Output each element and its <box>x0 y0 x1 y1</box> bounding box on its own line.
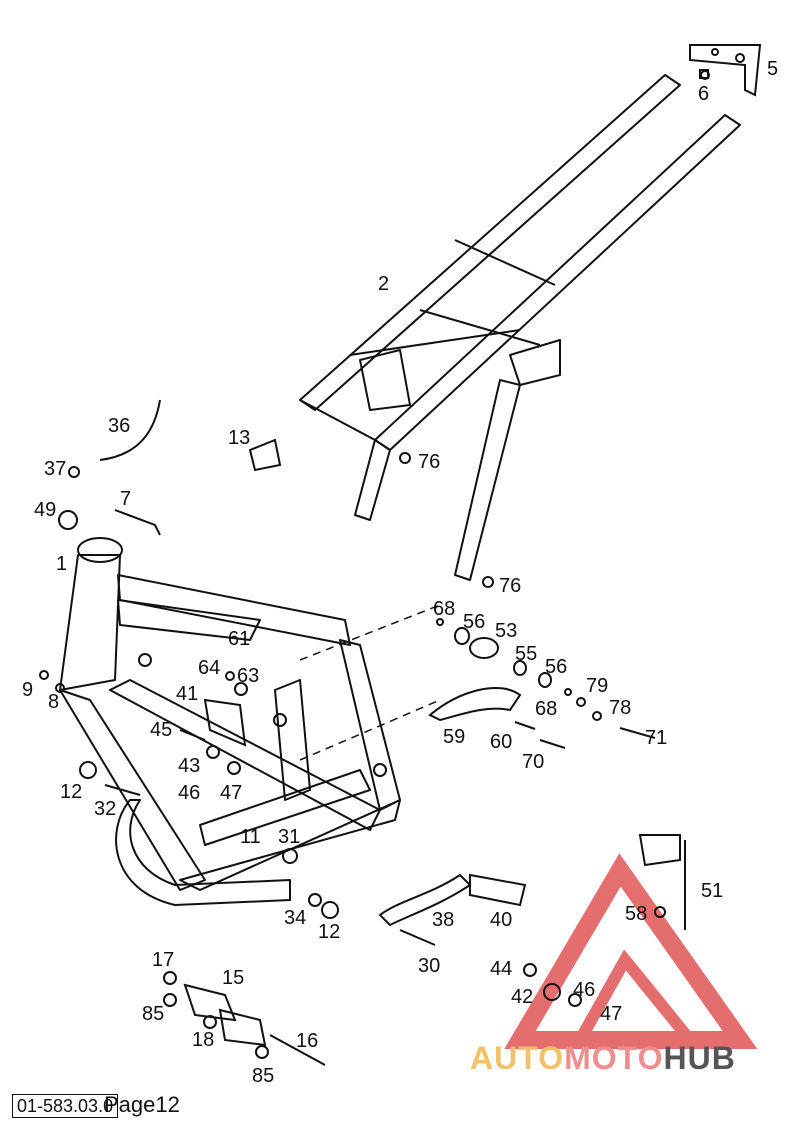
callout-16: 16 <box>296 1030 318 1052</box>
callout-55: 55 <box>515 643 537 665</box>
callout-labels: 1 2 5 6 7 8 9 11 12 12 13 15 16 17 18 30… <box>22 58 778 1087</box>
callout-43: 43 <box>178 755 200 777</box>
callout-56a: 56 <box>463 611 485 633</box>
callout-68b: 68 <box>535 698 557 720</box>
callout-71: 71 <box>645 727 667 749</box>
callout-51: 51 <box>701 880 723 902</box>
callout-12b: 12 <box>318 921 340 943</box>
callout-6: 6 <box>698 83 709 105</box>
callout-42: 42 <box>511 986 533 1008</box>
callout-34: 34 <box>284 907 306 929</box>
callout-64: 64 <box>198 657 220 679</box>
callout-76b: 76 <box>499 575 521 597</box>
callout-78: 78 <box>609 697 631 719</box>
callout-60: 60 <box>490 731 512 753</box>
page-number: Page12 <box>104 1092 180 1117</box>
leader-lines <box>299 604 441 761</box>
document-code: 01-583.03.0 <box>12 1094 119 1118</box>
callout-49: 49 <box>34 499 56 521</box>
callout-2: 2 <box>378 273 389 295</box>
callout-5: 5 <box>767 58 778 80</box>
callout-32: 32 <box>94 798 116 820</box>
callout-79: 79 <box>586 675 608 697</box>
callout-17: 17 <box>152 949 174 971</box>
callout-13: 13 <box>228 427 250 449</box>
callout-15: 15 <box>222 967 244 989</box>
callout-47b: 47 <box>600 1003 622 1025</box>
rear-subframe-drawing <box>299 74 741 581</box>
callout-85b: 85 <box>252 1065 274 1087</box>
callout-45: 45 <box>150 719 172 741</box>
callout-85a: 85 <box>142 1003 164 1025</box>
main-frame-drawing <box>59 537 401 906</box>
callout-9: 9 <box>22 679 33 701</box>
callout-8: 8 <box>48 691 59 713</box>
callout-61: 61 <box>228 628 250 650</box>
watermark-triangle-logo <box>504 853 758 1049</box>
small-parts-drawing <box>39 70 710 1066</box>
callout-63: 63 <box>237 665 259 687</box>
callout-36: 36 <box>108 415 130 437</box>
watermark-logo-text: AUTOMOTOHUB <box>470 1040 736 1077</box>
callout-30: 30 <box>418 955 440 977</box>
logo-part-auto: AUTO <box>470 1040 565 1076</box>
callout-70: 70 <box>522 751 544 773</box>
callout-44: 44 <box>490 958 512 980</box>
callout-58: 58 <box>625 903 647 925</box>
bracket-5-drawing <box>689 44 762 97</box>
callout-53: 53 <box>495 620 517 642</box>
logo-part-hub: HUB <box>663 1040 736 1076</box>
callout-46a: 46 <box>178 782 200 804</box>
callout-1: 1 <box>56 553 67 575</box>
callout-18: 18 <box>192 1029 214 1051</box>
callout-11: 11 <box>240 826 261 848</box>
callout-76a: 76 <box>418 451 440 473</box>
callout-7: 7 <box>120 488 131 510</box>
callout-12a: 12 <box>60 781 82 803</box>
callout-56b: 56 <box>545 656 567 678</box>
callout-38: 38 <box>432 909 454 931</box>
callout-31: 31 <box>278 826 300 848</box>
callout-37: 37 <box>44 458 66 480</box>
callout-40: 40 <box>490 909 512 931</box>
callout-41: 41 <box>176 683 198 705</box>
callout-46b: 46 <box>573 979 595 1001</box>
callout-68a: 68 <box>433 598 455 620</box>
logo-part-moto: MOTO <box>564 1040 664 1076</box>
callout-47a: 47 <box>220 782 242 804</box>
callout-59: 59 <box>443 726 465 748</box>
